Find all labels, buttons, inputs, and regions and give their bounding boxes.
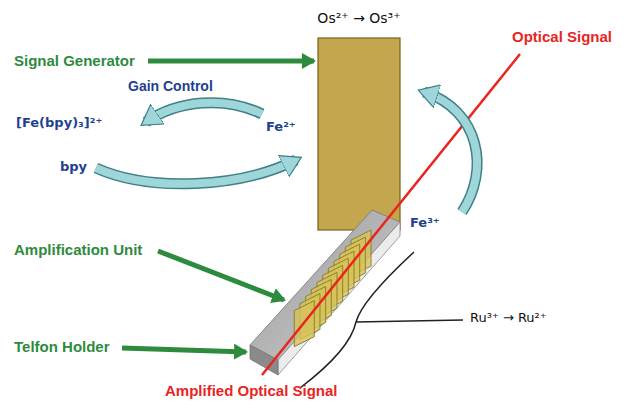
reaction-label: Os²⁺ → Os³⁺ [317,10,400,26]
gain-arrow [146,103,262,122]
pointer-arrow [122,348,246,352]
part-name: Telfon Holder [14,338,110,355]
species-label: Fe²⁺ [266,120,296,135]
species-label: bpy [60,160,87,175]
bracket [300,252,463,388]
optical-signal-beam [262,54,520,375]
gain-arrow-outline [146,103,262,122]
pointer-arrow [158,251,284,300]
species-label: Fe³⁺ [410,216,440,231]
reaction-label: Ru³⁺ → Ru²⁺ [470,311,547,326]
signal-generator-cell [318,38,400,230]
signal-label: Optical Signal [512,28,612,45]
part-name: Signal Generator [14,52,135,69]
gain-arrow [96,160,296,184]
signal-label: Amplified Optical Signal [165,382,338,399]
species-label: [Fe(bpy)₃]²⁺ [16,116,102,131]
gain-arrow-outline [96,160,296,184]
recycle-arrow [424,92,477,212]
part-name: Amplification Unit [14,241,142,258]
pointer-arrow [148,59,314,64]
process-label: Gain Control [128,78,213,94]
recycle-arrow-outline [424,92,477,212]
